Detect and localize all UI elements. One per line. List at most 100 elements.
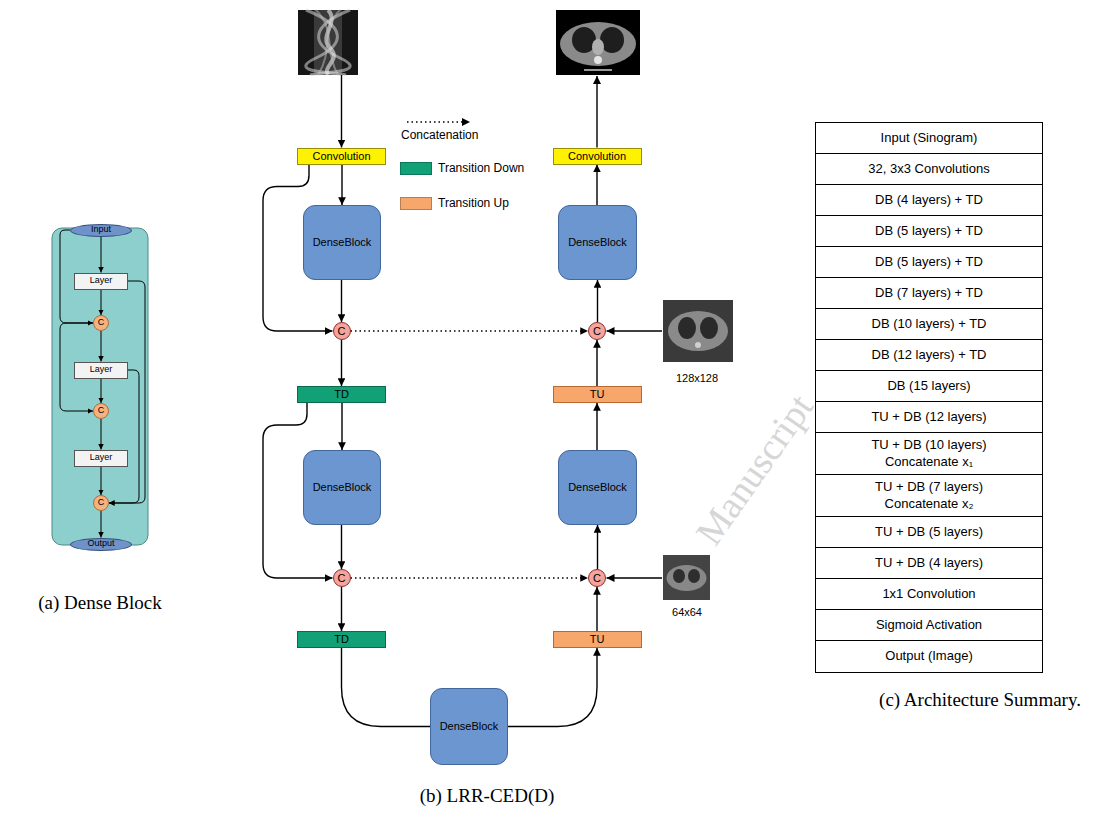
ct-body: [560, 22, 636, 66]
scale-input-arrow: [607, 330, 663, 331]
flow-connector: [341, 340, 342, 386]
table-cell-text: TU + DB (7 layers): [875, 479, 983, 496]
flow-connector: [101, 467, 102, 496]
flow-connector: [101, 379, 102, 404]
sinogram-ground: [298, 10, 358, 75]
concat-circle: C: [333, 322, 351, 340]
architecture-table: Input (Sinogram) 32, 3x3 Convolutions DB (…: [815, 122, 1043, 673]
node-label: Convolution: [312, 150, 370, 162]
ct-lung: [673, 569, 685, 583]
table-cell-text: Sigmoid Activation: [876, 617, 982, 634]
table-cell-text: Output (Image): [885, 648, 972, 665]
table-cell-text: TU + DB (12 layers): [871, 409, 986, 426]
table-row: 32, 3x3 Convolutions: [816, 154, 1042, 185]
sinogram-trace: [318, 10, 340, 75]
table-cell-text: DB (5 layers) + TD: [875, 254, 983, 271]
node-label: C: [338, 325, 346, 337]
table-cell-text: 1x1 Convolution: [882, 586, 975, 603]
flow-connector: [597, 280, 598, 322]
node-label: TU: [590, 388, 605, 400]
table-cell-text: DB (15 layers): [887, 378, 970, 395]
dense-block-panel: [52, 228, 148, 545]
node-label: C: [98, 498, 105, 508]
flow-connector: [596, 587, 597, 631]
layer-box: Layer: [74, 450, 128, 467]
dense-block: DenseBlock: [430, 688, 508, 765]
table-row: Input (Sinogram): [816, 123, 1042, 154]
layer-box: Layer: [74, 362, 128, 379]
flow-connector: [596, 403, 597, 450]
sinogram-trace: [306, 10, 346, 75]
table-cell-text: 32, 3x3 Convolutions: [868, 161, 989, 178]
node-label: Layer: [90, 365, 113, 375]
concat-circle: C: [588, 322, 606, 340]
input-arrow: [341, 75, 342, 148]
table-cell-text: TU + DB (4 layers): [875, 555, 983, 572]
node-label: Layer: [90, 276, 113, 286]
concat-circle: C: [93, 403, 109, 419]
io-oval: Output: [70, 538, 132, 551]
flow-connector: [101, 511, 102, 538]
table-row: DB (10 layers) + TD: [816, 309, 1042, 340]
table-row: TU + DB (10 layers)Concatenate x₁: [816, 433, 1042, 475]
table-cell-text: DB (4 layers) + TD: [875, 192, 983, 209]
node-label: C: [593, 325, 601, 337]
dense-block: DenseBlock: [558, 205, 637, 280]
node-label: Layer: [90, 453, 113, 463]
ct-image-128: [663, 300, 733, 362]
ct-ground: [663, 555, 710, 600]
legend-swatch: [400, 197, 432, 210]
node-label: Convolution: [568, 150, 626, 162]
table-cell-text: Concatenate x₁: [885, 454, 973, 471]
flow-connector: [101, 290, 102, 316]
dense-block: DenseBlock: [303, 450, 381, 525]
legend-entry: Transition Down: [438, 162, 524, 176]
flow-connector: [101, 331, 102, 362]
flow-connector: [341, 587, 342, 631]
table-row: DB (15 layers): [816, 371, 1042, 402]
flow-connector: [341, 280, 342, 322]
table-row: TU + DB (7 layers)Concatenate x₂: [816, 475, 1042, 517]
legend-dotted-sample: [407, 121, 470, 122]
transition-down-box: TD: [297, 631, 386, 648]
legend-text: Transition Up: [438, 196, 509, 210]
table-row: DB (4 layers) + TD: [816, 185, 1042, 216]
concat-circle: C: [93, 315, 109, 331]
table-row: 1x1 Convolution: [816, 579, 1042, 610]
panel-caption-text: (c) Architecture Summary.: [879, 689, 1081, 710]
node-label: TU: [590, 633, 605, 645]
node-label: TD: [334, 388, 349, 400]
ct-lung: [678, 317, 696, 339]
node-label: TD: [334, 633, 349, 645]
table-row: DB (7 layers) + TD: [816, 278, 1042, 309]
ct-ground: [663, 300, 733, 362]
node-label: DenseBlock: [568, 236, 627, 248]
ct-heart: [592, 39, 604, 55]
flow-connector: [596, 340, 597, 386]
node-label: C: [338, 572, 346, 584]
node-label: C: [98, 406, 105, 416]
watermark: Manuscript: [687, 387, 822, 554]
concat-circle: C: [93, 495, 109, 511]
node-label: C: [98, 318, 105, 328]
flow-connector: [341, 165, 342, 206]
resolution-label-text: 64x64: [672, 606, 702, 618]
io-oval: Input: [70, 224, 132, 237]
convolution-box: Convolution: [297, 148, 386, 165]
ct-body: [668, 311, 728, 351]
ct-spine: [594, 56, 602, 64]
resolution-label: 128x128: [676, 372, 718, 385]
transition-up-box: TU: [553, 386, 642, 403]
output-arrow: [596, 76, 597, 148]
flow-connector: [508, 648, 597, 727]
ct-image-64: [663, 555, 710, 600]
concatenation-connector: [351, 577, 589, 578]
panel-caption-text: (b) LRR-CED(D): [420, 785, 555, 806]
table-cell-text: Input (Sinogram): [881, 130, 978, 147]
concatenation-connector: [351, 330, 589, 331]
table-row: DB (5 layers) + TD: [816, 247, 1042, 278]
ct-table: [584, 69, 612, 71]
sinogram-image: [298, 10, 358, 75]
concat-circle: C: [588, 569, 606, 587]
